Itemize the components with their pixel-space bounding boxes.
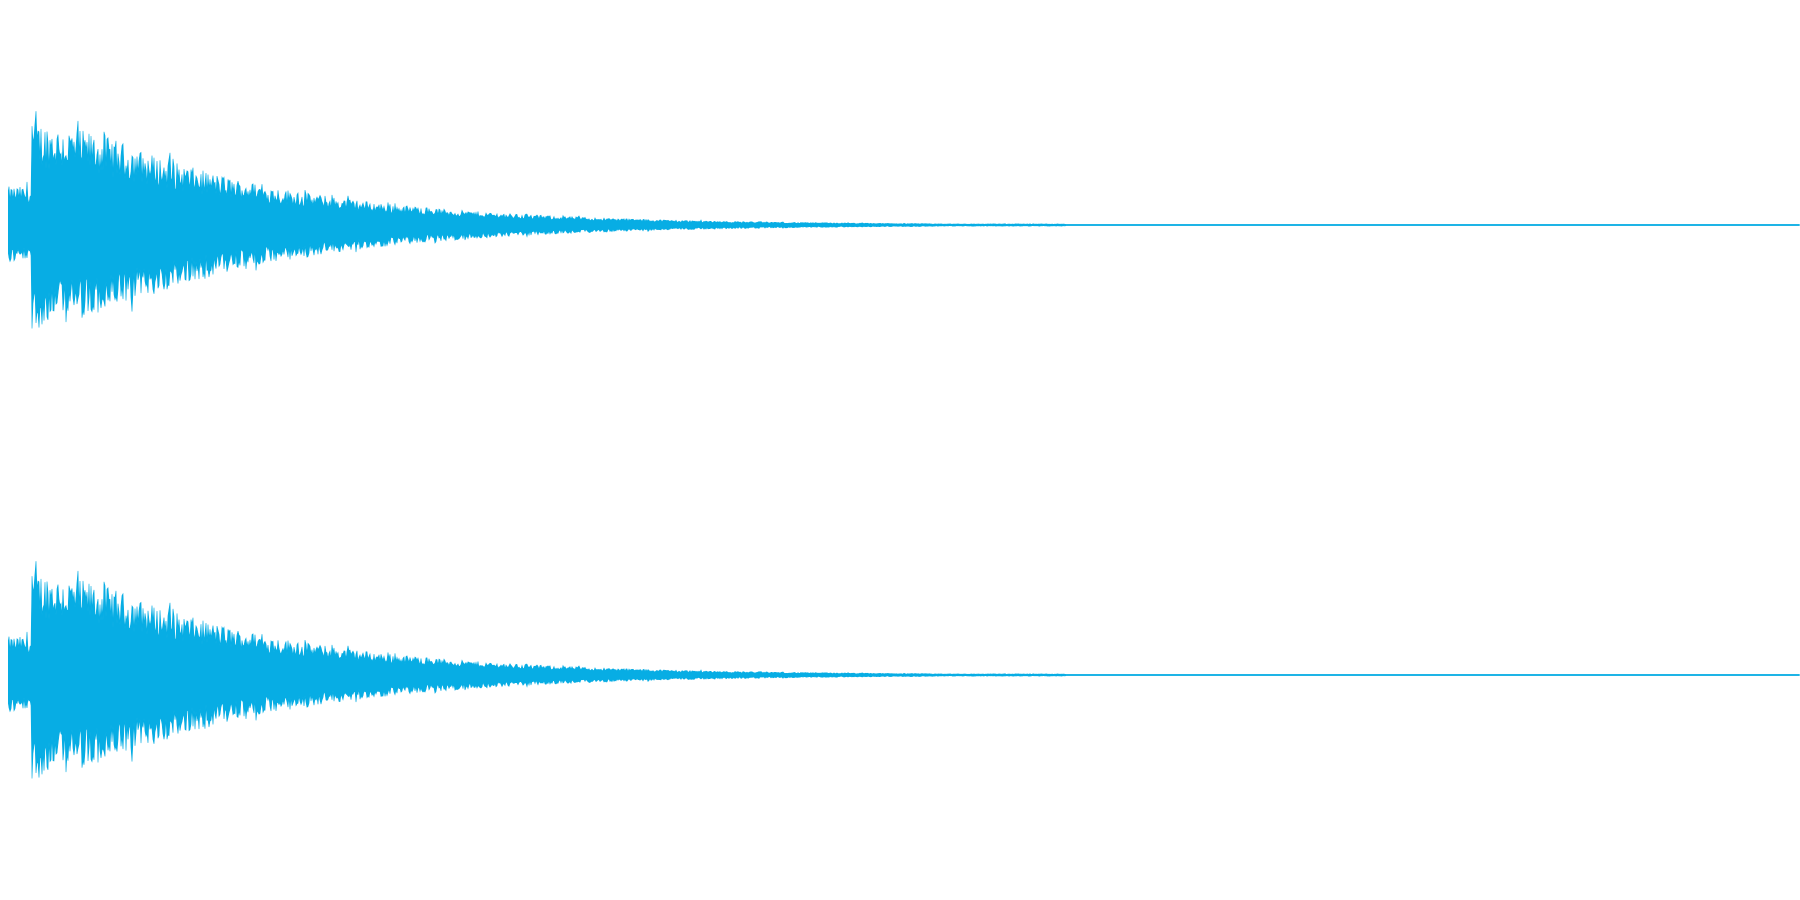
waveform-channel-right — [8, 450, 1800, 900]
waveform-channel-left — [8, 0, 1800, 450]
waveform-right — [8, 561, 1800, 779]
waveform-left-svg — [8, 111, 1800, 329]
waveform-right-svg — [8, 561, 1800, 779]
waveform-left — [8, 111, 1800, 329]
